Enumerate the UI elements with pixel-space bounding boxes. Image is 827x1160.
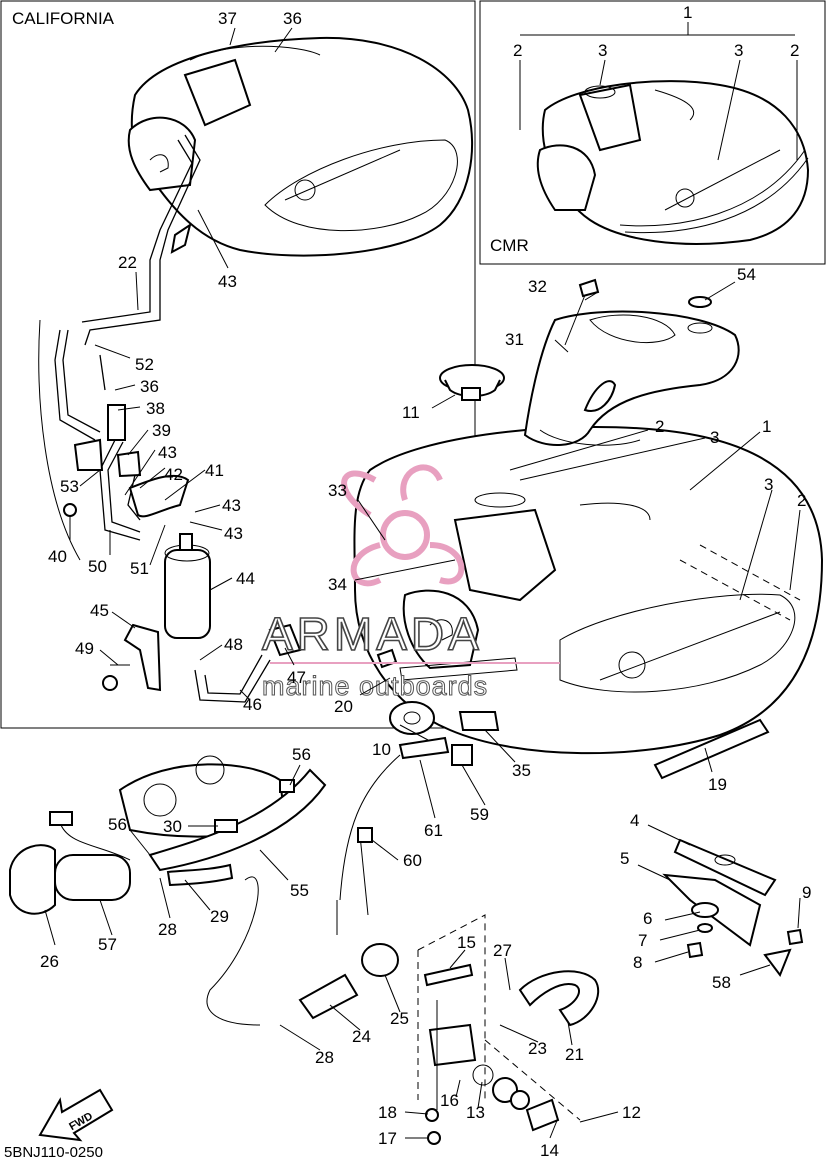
rear-bracket	[662, 838, 804, 978]
watermark-logo-icon	[270, 464, 560, 664]
callout-43-a: 43	[218, 272, 237, 291]
main-fuel-tank	[353, 425, 824, 755]
callout-35: 35	[512, 761, 531, 780]
callout-30: 30	[163, 817, 182, 836]
callout-5: 5	[620, 849, 629, 868]
callout-26: 26	[40, 952, 59, 971]
callout-28: 28	[158, 920, 177, 939]
callout-48: 48	[224, 635, 243, 654]
callout-55: 55	[290, 881, 309, 900]
callout-2: 2	[655, 417, 664, 436]
callout-41: 41	[205, 461, 224, 480]
callout-24: 24	[352, 1027, 371, 1046]
callout-1: 1	[762, 417, 771, 436]
california-fuel-tank	[127, 36, 474, 257]
callout-12: 12	[622, 1103, 641, 1122]
callout-3-right: 3	[764, 475, 773, 494]
callout-38: 38	[146, 399, 165, 418]
callout-60: 60	[403, 851, 422, 870]
tank-cover	[523, 310, 740, 447]
callout-43-b: 43	[158, 443, 177, 462]
callout-53: 53	[60, 477, 79, 496]
callout-43-d: 43	[224, 524, 243, 543]
callout-19: 19	[708, 775, 727, 794]
callout-14: 14	[540, 1141, 559, 1160]
callout-49: 49	[75, 639, 94, 658]
callout-13: 13	[466, 1103, 485, 1122]
callout-59: 59	[470, 805, 489, 824]
callout-61: 61	[424, 821, 443, 840]
callout-1-cmr: 1	[683, 3, 692, 22]
callout-3-cmr-left: 3	[598, 41, 607, 60]
callout-28-lower: 28	[315, 1048, 334, 1067]
callout-11: 11	[402, 403, 420, 422]
callout-37: 37	[218, 9, 237, 28]
callout-20: 20	[334, 697, 353, 716]
callout-labels: 1 2 3 3 2 37 36 43 22 52 36 38 39 43 42 …	[40, 3, 811, 1160]
callout-7: 7	[638, 931, 647, 950]
callout-33: 33	[328, 481, 347, 500]
callout-47: 47	[287, 668, 306, 687]
callout-44: 44	[236, 569, 255, 588]
fuel-pump-assembly	[9, 755, 327, 1026]
fwd-arrow-icon	[38, 1088, 114, 1142]
callout-58: 58	[712, 973, 731, 992]
watermark-tagline: marine outboards	[262, 671, 488, 701]
callout-25: 25	[390, 1009, 409, 1028]
callout-56-top: 56	[292, 745, 311, 764]
callout-42: 42	[164, 465, 183, 484]
evap-hoses	[38, 134, 302, 703]
fuel-cap	[439, 364, 505, 401]
callout-6: 6	[643, 909, 652, 928]
fuel-sender	[336, 736, 473, 935]
callout-39: 39	[152, 421, 171, 440]
callout-52: 52	[135, 355, 154, 374]
callout-43-c: 43	[222, 496, 241, 515]
callout-2-right: 2	[797, 491, 806, 510]
callout-31: 31	[505, 330, 524, 349]
callout-4: 4	[630, 811, 639, 830]
callout-17: 17	[378, 1129, 397, 1148]
callout-8: 8	[633, 953, 642, 972]
callout-21: 21	[565, 1045, 584, 1064]
diagram-code: 5BNJ110-0250	[4, 1144, 103, 1160]
callout-29: 29	[210, 907, 229, 926]
callout-57: 57	[98, 935, 117, 954]
callout-23: 23	[528, 1039, 547, 1058]
callout-27: 27	[493, 941, 512, 960]
cmr-inset-frame	[479, 0, 826, 265]
callout-15: 15	[457, 933, 476, 952]
callout-32: 32	[528, 277, 547, 296]
callout-9: 9	[802, 883, 811, 902]
callout-36-top: 36	[283, 9, 302, 28]
callout-51: 51	[130, 559, 149, 578]
callout-46: 46	[243, 695, 262, 714]
california-caption: CALIFORNIA	[12, 9, 115, 28]
callout-36: 36	[140, 377, 159, 396]
callout-45: 45	[90, 601, 109, 620]
watermark-brand: ARMADA	[262, 608, 483, 660]
callout-22: 22	[118, 253, 137, 272]
callout-2-cmr-left: 2	[513, 41, 522, 60]
fuel-filter-petcock	[298, 914, 600, 1145]
callout-2-cmr-right: 2	[790, 41, 799, 60]
cmr-caption: CMR	[490, 236, 529, 255]
callout-40: 40	[48, 547, 67, 566]
leader-lines	[44, 22, 801, 1139]
callout-34: 34	[328, 575, 347, 594]
callout-3-cmr-right: 3	[734, 41, 743, 60]
callout-3: 3	[710, 428, 719, 447]
callout-10: 10	[372, 740, 391, 759]
callout-50: 50	[88, 557, 107, 576]
cmr-fuel-tank	[536, 80, 810, 245]
callout-54: 54	[737, 265, 756, 284]
callout-18: 18	[378, 1103, 397, 1122]
callout-56: 56	[108, 815, 127, 834]
callout-16: 16	[440, 1091, 459, 1110]
